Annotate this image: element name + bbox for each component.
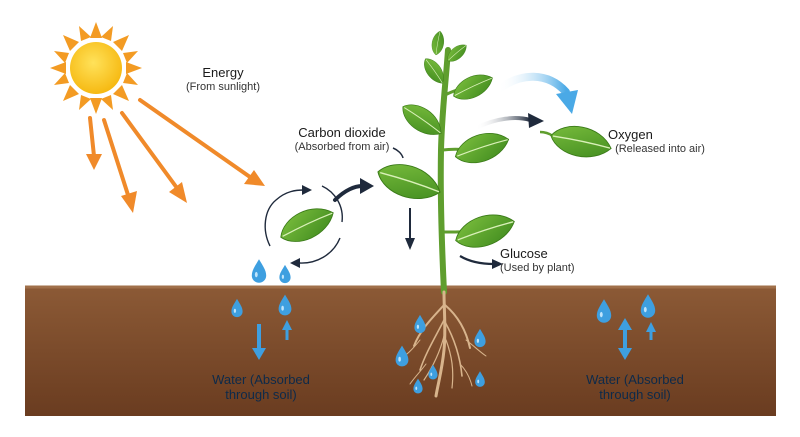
water-left-label: Water (Absorbed through soil)	[196, 372, 326, 403]
glucose-arrow	[459, 255, 503, 269]
carbon-dioxide-label: Carbon dioxide (Absorbed from air)	[282, 125, 402, 154]
oxygen-title: Oxygen	[608, 127, 653, 142]
down-arrow	[405, 208, 415, 250]
carbon-dioxide-title: Carbon dioxide	[298, 125, 386, 140]
oxygen-leaf-icon	[539, 120, 615, 164]
carbon-dioxide-subtitle: (Absorbed from air)	[294, 140, 390, 153]
co2-pointer	[392, 147, 404, 159]
oxygen-subtitle: (Released into air)	[615, 142, 705, 155]
water-left-line1: Water (Absorbed	[212, 372, 310, 387]
water-right-label: Water (Absorbed through soil)	[570, 372, 700, 403]
glucose-title: Glucose	[500, 246, 548, 261]
oxygen-label: Oxygen (Released into air)	[602, 127, 718, 156]
plant-roots	[399, 290, 487, 398]
co2-flow-arrow	[333, 178, 374, 202]
sunlight-arrows	[86, 98, 265, 213]
water-flow-arrows	[252, 318, 656, 360]
oxygen-release-arrow	[474, 113, 544, 130]
water-left-line2: through soil)	[225, 386, 297, 402]
energy-title: Energy	[202, 65, 244, 80]
oxygen-flow-arrow	[494, 72, 578, 114]
sun-icon	[50, 22, 142, 114]
energy-subtitle: (From sunlight)	[186, 80, 260, 93]
water-right-line2: through soil)	[599, 386, 671, 402]
glucose-label: Glucose (Used by plant)	[500, 246, 596, 275]
absorbing-leaf-icon	[264, 185, 343, 268]
water-right-line1: Water (Absorbed	[586, 372, 684, 387]
energy-label: Energy (From sunlight)	[168, 65, 278, 94]
glucose-subtitle: (Used by plant)	[500, 261, 575, 274]
